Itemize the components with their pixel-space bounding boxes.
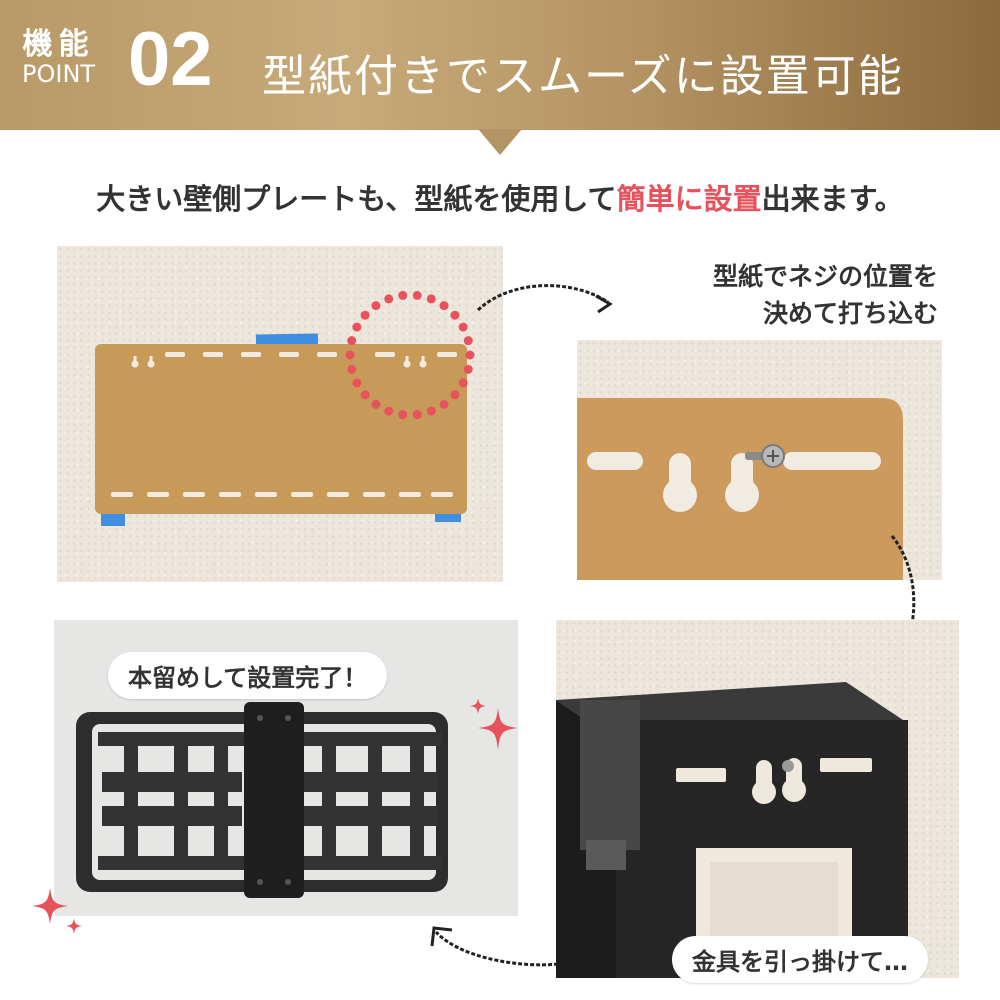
header-notch <box>478 129 522 155</box>
dot <box>345 350 355 360</box>
dot <box>398 290 408 300</box>
screw-icon <box>745 444 785 468</box>
dot <box>371 301 381 311</box>
page-title: 型紙付きでスムーズに設置可能 <box>262 51 904 102</box>
header-banner <box>0 0 1000 130</box>
dot <box>463 336 473 346</box>
badge-line2: POINT <box>22 60 96 88</box>
screw-caption-line1: 型紙でネジの位置を <box>712 262 938 291</box>
dot <box>450 310 460 320</box>
dot <box>465 350 475 360</box>
screw-caption-line2: 決めて打ち込む <box>762 299 938 328</box>
dot <box>426 406 436 416</box>
screw-caption: 型紙でネジの位置を 決めて打ち込む <box>600 258 938 332</box>
dot <box>360 310 370 320</box>
dot <box>412 410 422 420</box>
dotted-circle-icon <box>345 290 475 420</box>
dot <box>439 399 449 409</box>
intro-highlight: 簡単に設置 <box>616 182 762 216</box>
dot <box>463 364 473 374</box>
bracket-hooked-photo <box>556 620 959 978</box>
sparkle-icon <box>32 888 82 934</box>
screw-closeup-photo <box>577 340 942 580</box>
curved-arrow-icon <box>430 926 559 967</box>
dot <box>347 336 357 346</box>
dot <box>458 378 468 388</box>
dot <box>352 322 362 332</box>
dot <box>398 410 408 420</box>
dot <box>360 390 370 400</box>
dot <box>426 294 436 304</box>
dot <box>347 364 357 374</box>
dot <box>352 378 362 388</box>
intro-part1: 大きい壁側プレートも、型紙を使用して <box>96 182 617 216</box>
dot <box>439 301 449 311</box>
hook-caption: 金具を引っ掛けて… <box>672 936 928 983</box>
curved-arrow-icon <box>476 284 613 314</box>
sparkle-icon <box>470 698 518 750</box>
badge-number: 02 <box>128 17 213 102</box>
point-badge: 機能 POINT <box>22 27 96 88</box>
dot <box>384 406 394 416</box>
badge-line1: 機能 <box>22 27 95 62</box>
done-caption: 本留めして設置完了！ <box>108 652 388 699</box>
dot <box>458 322 468 332</box>
dot <box>371 399 381 409</box>
dot <box>450 390 460 400</box>
dot <box>384 294 394 304</box>
dot <box>412 290 422 300</box>
intro-text: 大きい壁側プレートも、型紙を使用して簡単に設置出来ます。 <box>0 176 1000 218</box>
intro-part2: 出来ます。 <box>761 182 904 216</box>
